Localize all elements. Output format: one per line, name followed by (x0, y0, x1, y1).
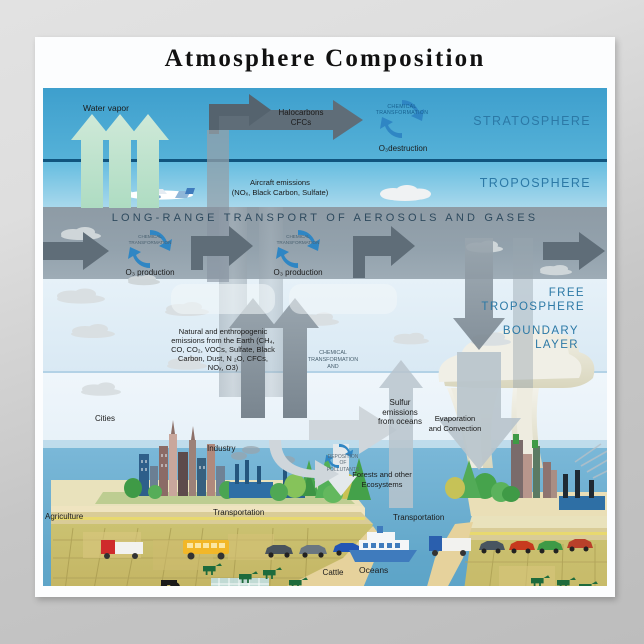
o3-production-left-label: O₃ production (125, 268, 175, 277)
stratosphere-label: STRATOSPHERE (473, 114, 591, 128)
boundary-layer-line (43, 371, 607, 373)
cities-label: Cities (95, 414, 116, 423)
page-title: Atmosphere Composition (164, 45, 486, 72)
industry-label: Industry (207, 444, 236, 453)
o3-destruction-label: O₃destruction (378, 144, 428, 153)
transportation-right-label: Transportation (393, 513, 445, 522)
o3-production-mid-label: O₃ production (273, 268, 323, 277)
long-range-transport-label: LONG-RANGE TRANSPORT OF AEROSOLS AND GAS… (111, 212, 539, 224)
long-range-transport-band (43, 207, 607, 279)
aircraft-emissions-label: Aircraft emissions(NOₓ, Black Carbon, Su… (231, 178, 329, 197)
transportation-left-label: Transportation (213, 508, 265, 517)
natural-emissions-label: Natural and enthropogenic emissions from… (171, 327, 275, 372)
tropopause-line (43, 159, 607, 162)
cattle-label: Cattle (322, 568, 344, 577)
chemical-transformation-cycle-surface (319, 440, 359, 472)
troposphere-label: TROPOSPHERE (479, 176, 591, 190)
water-vapor-label: Water vapor (83, 103, 129, 113)
agriculture-label: Agriculture (45, 512, 84, 521)
chemical-transformation-cycle-mid (267, 224, 329, 274)
oceans-label: Oceans (359, 565, 389, 575)
landscape-scene (43, 88, 607, 586)
chemical-transformation-cycle-left (119, 224, 181, 274)
chemical-transformation-cycle-stratosphere (371, 94, 433, 144)
poster: Atmosphere Composition (35, 37, 615, 597)
